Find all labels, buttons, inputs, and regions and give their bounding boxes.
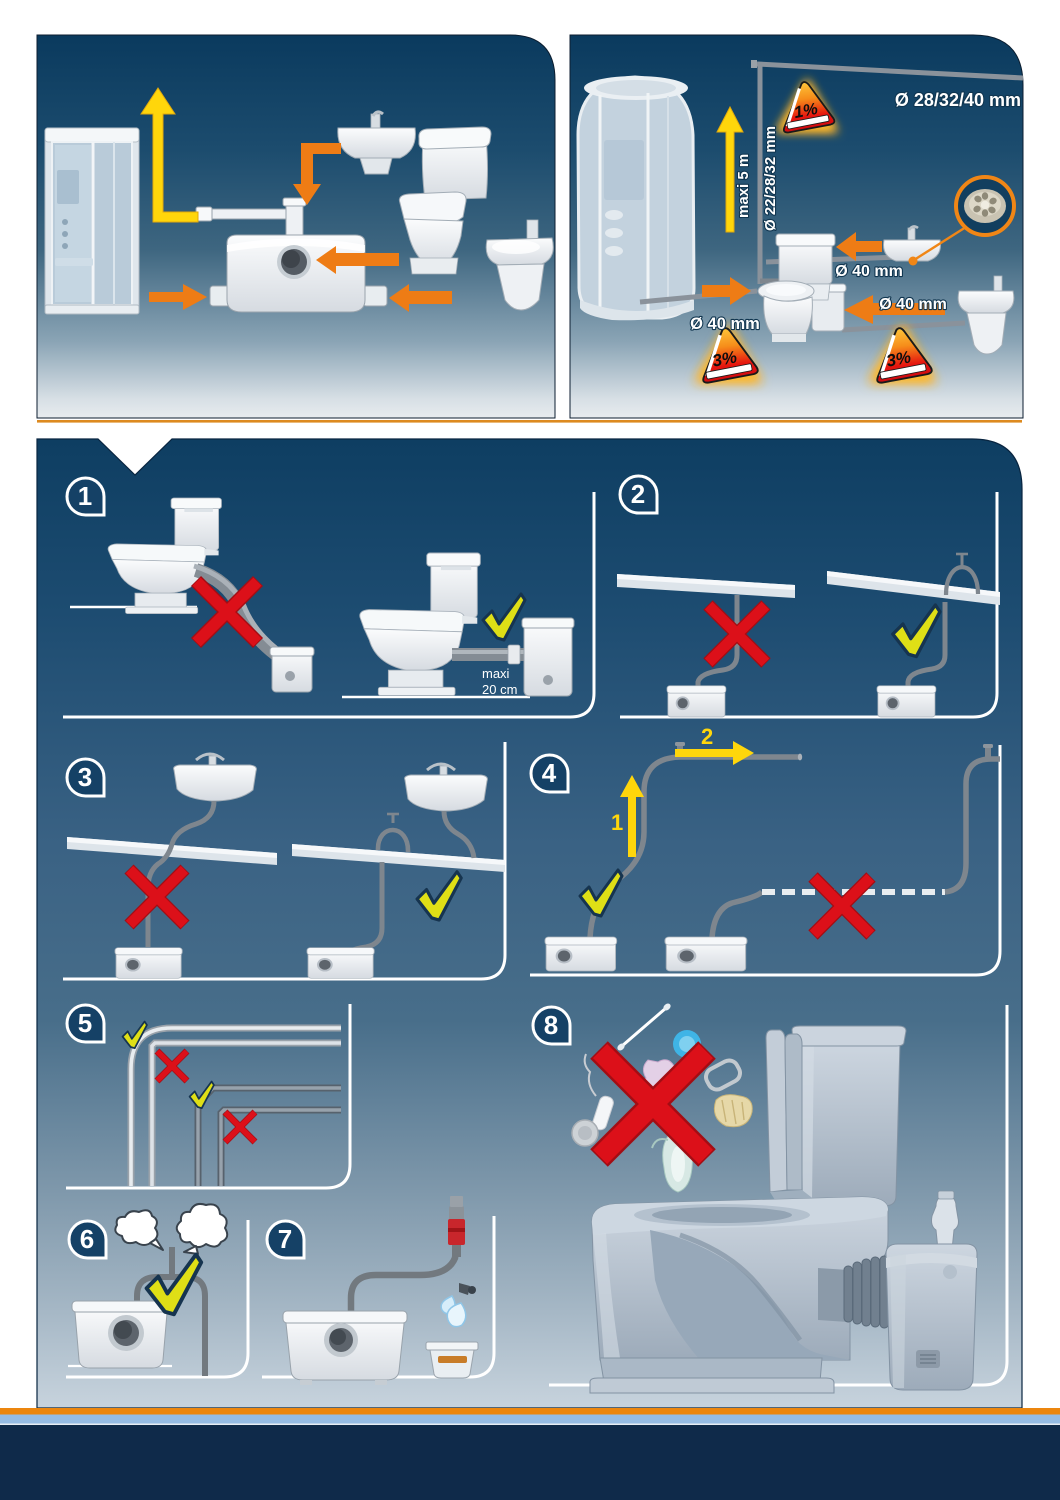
svg-text:1%: 1% <box>792 100 819 122</box>
svg-text:6: 6 <box>80 1224 94 1254</box>
svg-text:20 cm: 20 cm <box>482 682 517 697</box>
svg-text:1: 1 <box>611 810 623 835</box>
svg-text:Ø 28/32/40 mm: Ø 28/32/40 mm <box>895 90 1021 110</box>
svg-text:Ø 40 mm: Ø 40 mm <box>835 263 903 280</box>
svg-text:4: 4 <box>542 758 557 788</box>
svg-text:5: 5 <box>78 1008 92 1038</box>
svg-text:1: 1 <box>78 481 92 511</box>
svg-text:Ø 40 mm: Ø 40 mm <box>690 315 760 333</box>
svg-text:maxi 5 m: maxi 5 m <box>735 154 752 218</box>
svg-text:Ø 22/28/32 mm: Ø 22/28/32 mm <box>762 126 779 231</box>
svg-text:3: 3 <box>78 762 92 792</box>
svg-text:3%: 3% <box>711 347 739 370</box>
svg-text:3%: 3% <box>885 347 913 370</box>
svg-text:maxi: maxi <box>482 666 510 681</box>
svg-text:8: 8 <box>544 1010 558 1040</box>
svg-text:2: 2 <box>631 479 645 509</box>
svg-text:7: 7 <box>278 1224 292 1254</box>
svg-text:2: 2 <box>701 724 713 749</box>
svg-text:Ø 40 mm: Ø 40 mm <box>879 296 947 313</box>
